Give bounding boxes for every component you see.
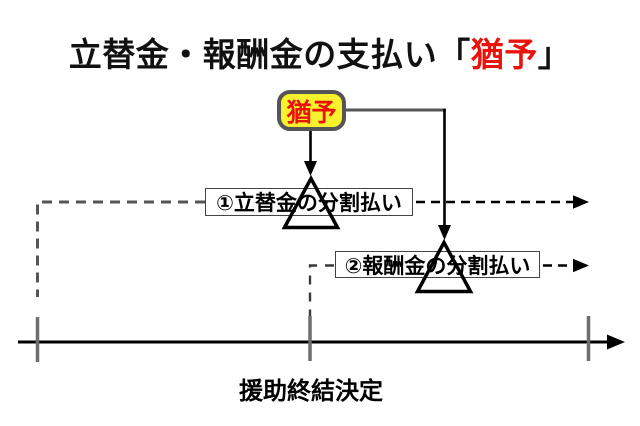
deferral-badge: 猶予 xyxy=(277,90,346,131)
badge-down-arrow xyxy=(304,131,317,176)
elbow-down-arrow xyxy=(438,108,451,240)
page-title: 立替金・報酬金の支払い「猶予」 xyxy=(0,28,640,76)
title-text: 立替金・報酬金の支払い「 xyxy=(68,36,471,73)
left-dashed-connector xyxy=(36,200,205,297)
timeline-axis xyxy=(18,334,625,350)
dashed-arrow-right-advance xyxy=(416,195,589,209)
timeline-label: 援助終結決定 xyxy=(239,378,383,405)
step-box-fee-installment: ②報酬金の分割払い xyxy=(335,251,540,278)
title-highlight: 猶予 xyxy=(470,36,538,73)
step-box-advance-installment: ①立替金の分割払い xyxy=(205,188,413,216)
dashed-arrow-right-fee xyxy=(543,258,589,273)
title-text-close: 」 xyxy=(537,36,572,73)
step2-dashed-connector xyxy=(308,264,334,338)
